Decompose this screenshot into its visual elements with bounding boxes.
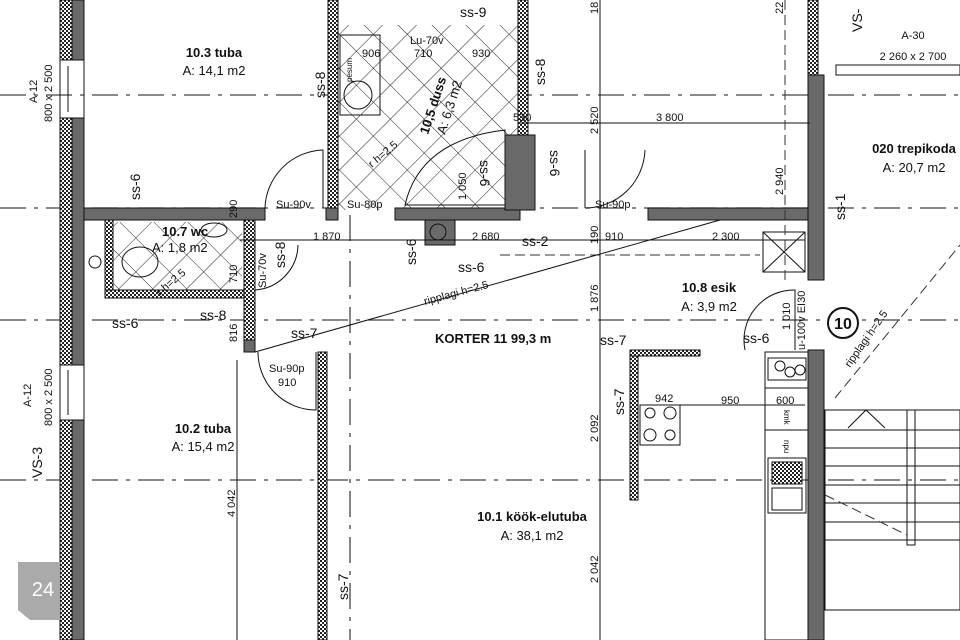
wall-tag: ss-2 (522, 233, 549, 249)
window-code: A-12 (28, 80, 40, 103)
dimension: 190 (589, 226, 601, 244)
door-width: 710 (414, 48, 432, 60)
wall-tag: ss-6 (403, 238, 419, 265)
wall-tag: VS-3 (29, 447, 45, 478)
dimension: 2 300 (712, 231, 740, 243)
walls (59, 0, 825, 640)
wall-tag: ss-6 (743, 330, 770, 346)
window-size: 800 x 2 500 (43, 369, 55, 427)
page-badge (18, 562, 60, 620)
dimension: 2 680 (472, 231, 500, 243)
wall-tag: ss-6 (458, 259, 485, 275)
wall-tag: ss-8 (532, 58, 548, 85)
room-name-10-1: 10.1 köök-elutuba (477, 509, 588, 524)
stair-number: 10 (834, 316, 852, 333)
room-area-10-7: A: 1,8 m2 (152, 240, 208, 255)
dimension: 1 870 (313, 231, 341, 243)
room-name-10-3: 10.3 tuba (186, 45, 243, 60)
dimension: 3 800 (656, 112, 684, 124)
wall-tag: ss-7 (611, 388, 627, 415)
room-name-10-7: 10.7 wc (162, 224, 208, 239)
page-number: 24 (32, 579, 54, 601)
door-label: Lu-70v (410, 35, 444, 47)
wall-tag: ss-6 (112, 315, 139, 331)
dimension: 22 (774, 2, 786, 14)
dimension: 600 (776, 395, 794, 407)
dimension: 1 050 (457, 172, 469, 200)
window-labels: A-12 800 x 2 500 A-12 800 x 2 500 A-30 2… (22, 30, 946, 426)
wall-tag: ss-9 (460, 4, 487, 20)
dishwasher-label: npu (782, 440, 791, 453)
dimension: 906 (362, 48, 380, 60)
window-size: 2 260 x 2 700 (880, 51, 947, 63)
room-name-10-8: 10.8 esik (682, 280, 737, 295)
door-label: u-100v EI30 (796, 291, 808, 350)
window-code: A-12 (22, 384, 34, 407)
dimension: 2 940 (774, 167, 786, 195)
wall-tag: ss-7 (600, 332, 627, 348)
wall-tag: ss-7 (335, 573, 351, 600)
room-area-10-1: A: 38,1 m2 (501, 528, 564, 543)
wall-tag: ss-8 (200, 307, 227, 323)
dimension: 930 (472, 48, 490, 60)
door-label: Su-70v (257, 253, 269, 288)
windows (59, 59, 960, 421)
room-name-10-2: 10.2 tuba (175, 421, 232, 436)
dimension: 950 (721, 395, 739, 407)
fixtures (88, 34, 809, 640)
dimension-lines (236, 0, 810, 640)
dimension: 4 042 (226, 489, 238, 517)
wall-tag: VS- (849, 8, 865, 32)
room-area-10-3: A: 14,1 m2 (183, 63, 246, 78)
door-width: 910 (278, 377, 296, 389)
wall-tag: ss-8 (312, 71, 328, 98)
dimension: 2 520 (589, 106, 601, 134)
wall-tag: ss-8 (272, 241, 288, 268)
stair-number-circle (827, 307, 859, 339)
door-label: Su-90v (276, 199, 311, 211)
stairs (824, 244, 960, 611)
dimension: 816 (228, 324, 240, 342)
room-area-10-2: A: 15,4 m2 (172, 439, 235, 454)
door-label: Su-90p (595, 199, 630, 211)
dimension: 1 876 (589, 284, 601, 312)
dimension: 710 (228, 265, 240, 283)
dimension: 18 (589, 2, 601, 14)
wall-tag: ss-6 (477, 160, 493, 187)
door-labels: Su-90v Su-80p Su-90p Su-70v Su-90p 910 L… (257, 35, 808, 389)
wc-tiles (112, 222, 242, 290)
fridge-label: kmk (782, 410, 791, 426)
wall-tag: ss-6 (127, 173, 143, 200)
dimension: 910 (605, 231, 623, 243)
room-area-10-8: A: 3,9 m2 (681, 299, 737, 314)
wall-tag: ss-1 (832, 193, 848, 220)
wall-tags: ss-8 ss-8 ss-8 ss-8 ss-9 ss-6 ss-6 ss-6 … (29, 4, 865, 600)
dimension: 2 092 (589, 414, 601, 442)
ceiling-note: ripplagi h=2.5 (423, 279, 490, 308)
door-label: Su-90p (269, 363, 304, 375)
dimension: 2 042 (589, 555, 601, 583)
dimension: 530 (513, 112, 531, 124)
dimension: 942 (655, 393, 673, 405)
wall-tag: ss-6 (547, 150, 563, 177)
washer-label: pesum (345, 58, 354, 82)
window-code: A-30 (901, 30, 924, 42)
wall-tag: ss-7 (291, 325, 318, 341)
room-area-020: A: 20,7 m2 (883, 160, 946, 175)
window-size: 800 x 2 500 (43, 65, 55, 123)
door-label: Su-80p (347, 199, 382, 211)
room-name-020: 020 trepikoda (872, 141, 957, 156)
doors (254, 149, 796, 411)
room-labels: 10.3 tuba A: 14,1 m2 10,5 duss A: 6,3 m2… (152, 45, 957, 543)
dimension: 290 (228, 200, 240, 218)
dimension-labels: 906 930 1 050 530 3 800 2 520 2 940 18 2… (226, 2, 794, 583)
bathroom-tiles (338, 25, 520, 210)
apartment-label: KORTER 11 99,3 m (435, 331, 551, 346)
dimension: 1 010 (781, 302, 793, 330)
